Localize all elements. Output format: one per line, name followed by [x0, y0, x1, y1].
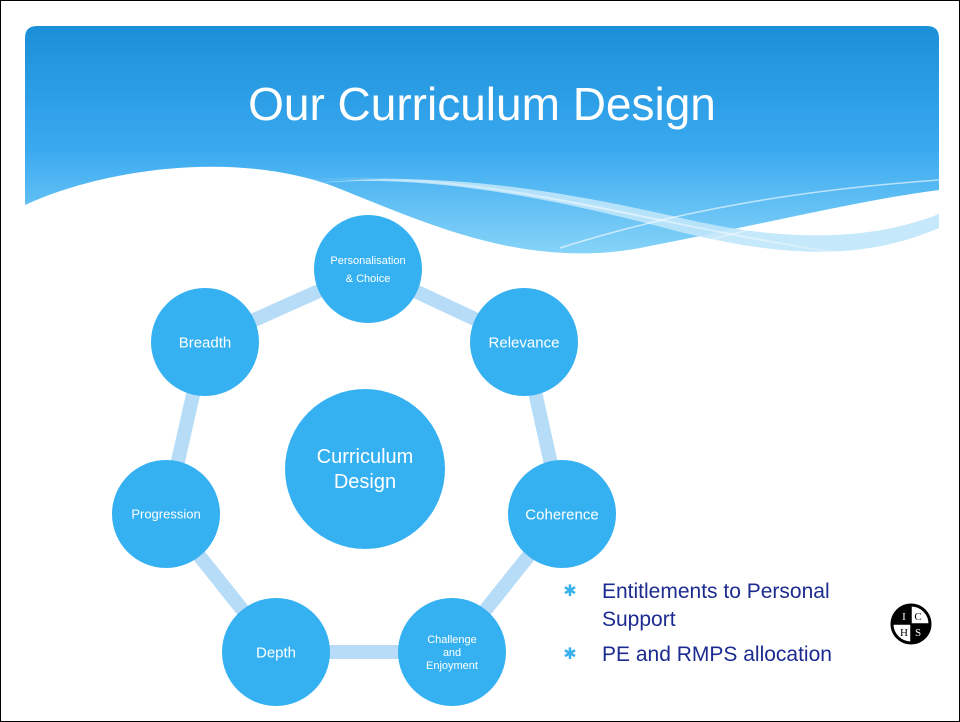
cycle-node-label: Coherence: [525, 506, 598, 523]
cycle-node-label: Depth: [256, 644, 296, 661]
cycle-node-label: Breadth: [179, 334, 232, 351]
cycle-node-circle: [398, 598, 506, 706]
crest-letter: S: [915, 627, 921, 639]
bullet-list: ✱ Entitlements to Personal Support ✱ PE …: [560, 578, 870, 676]
cycle-node-relevance: Relevance: [470, 288, 578, 396]
header-wave-light: [300, 179, 939, 252]
header-wave-line3: [649, 195, 940, 259]
cycle-node-label: and: [443, 647, 461, 659]
asterisk-icon: ✱: [563, 583, 577, 600]
cycle-node-circle: [470, 288, 578, 396]
bullet-item-pe-rmps: ✱ PE and RMPS allocation: [560, 641, 870, 669]
crest-letter: C: [914, 611, 921, 623]
cycle-nodes: Personalisation & ChoiceRelevanceCoherenc…: [112, 215, 616, 706]
center-node-label: Design: [334, 471, 396, 493]
center-node-label: Curriculum: [317, 446, 414, 468]
cycle-node-circle: [222, 598, 330, 706]
header-band: [25, 26, 939, 254]
cycle-node-circle: [151, 288, 259, 396]
cycle-node-circle: [508, 460, 616, 568]
bullet-text: PE and RMPS allocation: [602, 643, 832, 666]
cycle-node-personalisation: Personalisation & Choice: [314, 215, 422, 323]
bullet-item-entitlements: ✱ Entitlements to Personal Support: [560, 578, 870, 634]
cycle-node-label: Challenge: [427, 634, 477, 646]
crest-letter: I: [902, 611, 906, 623]
cycle-node-breadth: Breadth: [151, 288, 259, 396]
cycle-node-coherence: Coherence: [508, 460, 616, 568]
cycle-node-label: Relevance: [489, 334, 560, 351]
header-wave-line2: [559, 179, 940, 249]
slide-title: Our Curriculum Design: [248, 78, 716, 130]
cycle-node-label: Enjoyment: [426, 660, 478, 672]
bullet-text: Entitlements to Personal: [602, 580, 830, 603]
crest-letter: H: [900, 627, 908, 639]
bullet-text-continued: Support: [602, 608, 676, 631]
cycle-node-progression: Progression: [112, 460, 220, 568]
cycle-node-depth: Depth: [222, 598, 330, 706]
asterisk-icon: ✱: [563, 646, 577, 663]
center-node-circle: [285, 389, 445, 549]
cycle-node-circle: [112, 460, 220, 568]
cycle-node-label: & Choice: [346, 273, 391, 285]
school-crest-icon: I C H S: [890, 603, 932, 645]
cycle-node-label: Personalisation: [330, 255, 405, 267]
cycle-node-label: Progression: [131, 507, 200, 522]
cycle-node-circle: [314, 215, 422, 323]
